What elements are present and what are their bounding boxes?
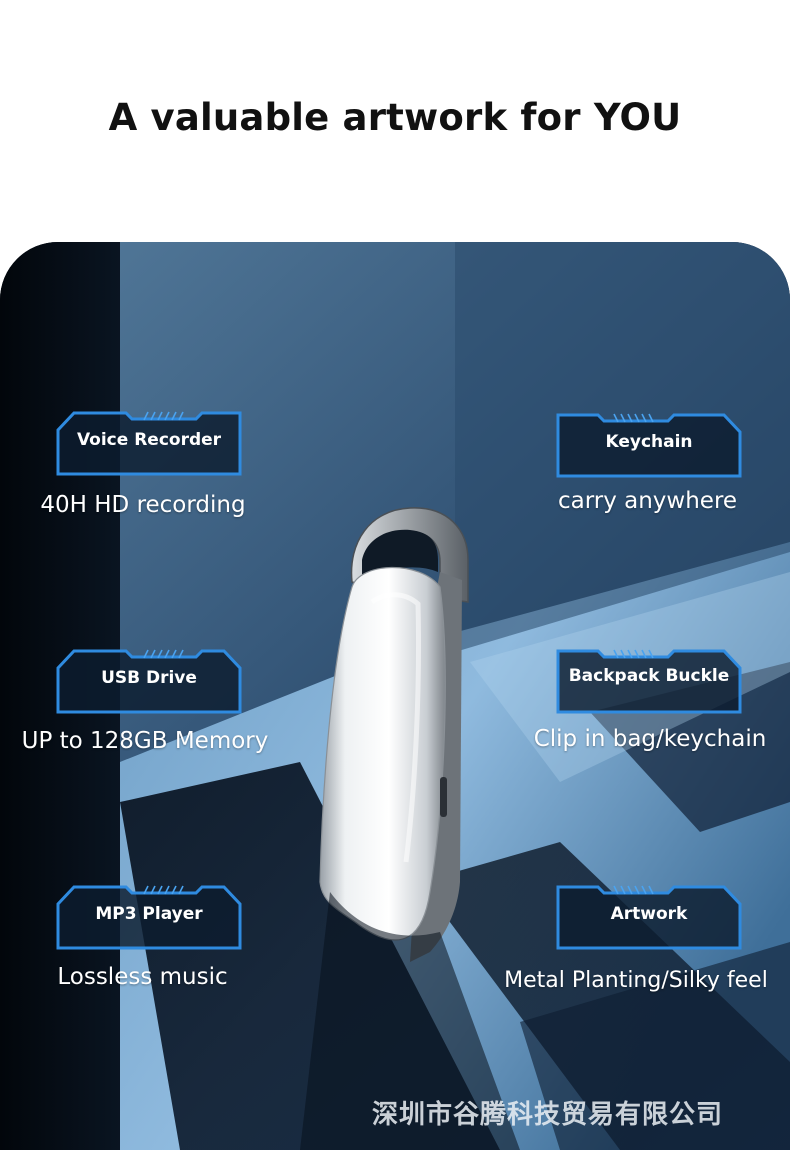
badge-label: MP3 Player	[95, 904, 203, 924]
feature-caption: Clip in bag/keychain	[533, 726, 767, 752]
badge-label: Artwork	[610, 904, 688, 924]
badge-frame	[556, 649, 742, 714]
device-illustration	[300, 507, 520, 1150]
badge-label: USB Drive	[101, 668, 197, 688]
badge-frame	[56, 411, 242, 476]
badge-label: Voice Recorder	[76, 430, 222, 450]
feature-caption: UP to 128GB Memory	[21, 728, 269, 754]
badge-frame	[556, 885, 742, 950]
feature-badge: Keychain	[556, 412, 742, 478]
feature-badge: Backpack Buckle	[556, 648, 742, 714]
feature-caption: 40H HD recording	[40, 492, 246, 518]
feature-caption: carry anywhere	[557, 488, 738, 514]
feature-badge: MP3 Player	[56, 884, 242, 950]
feature-badge: Artwork	[556, 884, 742, 950]
badge-label: Backpack Buckle	[568, 666, 730, 686]
badge-frame	[56, 885, 242, 950]
feature-caption: Metal Planting/Silky feel	[504, 968, 768, 993]
badge-frame	[556, 413, 742, 478]
company-watermark: 深圳市谷腾科技贸易有限公司	[372, 1100, 724, 1130]
page-title: A valuable artwork for YOU	[108, 96, 682, 139]
feature-badge: USB Drive	[56, 648, 242, 714]
feature-badge: Voice Recorder	[56, 410, 242, 476]
badge-frame	[56, 649, 242, 714]
badge-label: Keychain	[605, 432, 693, 452]
feature-caption: Lossless music	[57, 964, 228, 990]
product-showcase: Voice Recorder 40H HD recording Keychain…	[0, 242, 790, 1150]
background-scene	[0, 242, 790, 1150]
